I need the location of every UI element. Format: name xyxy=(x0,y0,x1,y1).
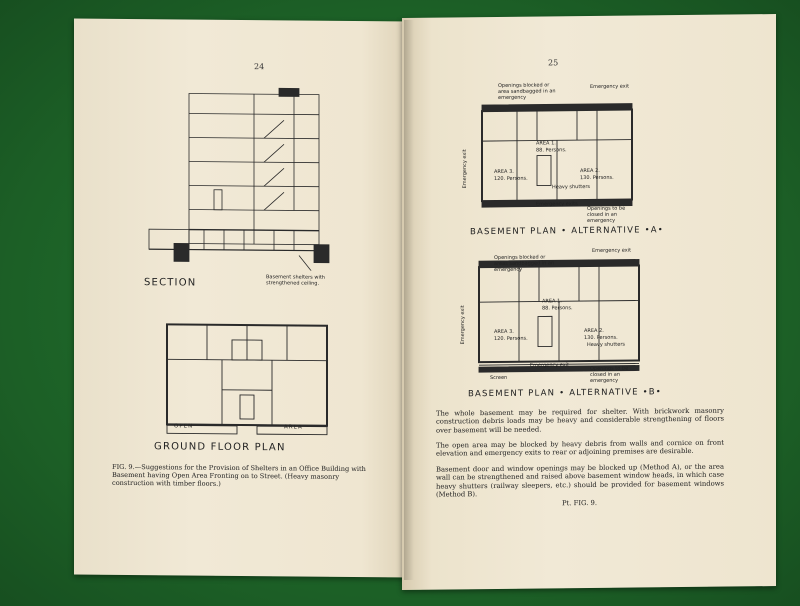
paragraph-2: The open area may be blocked by heavy de… xyxy=(436,438,724,459)
plan-b-area2: AREA 2. xyxy=(584,327,604,335)
plan-b-area1-persons: 88. Persons. xyxy=(542,305,573,312)
section-note: Basement shelters with strengthened ceil… xyxy=(266,274,325,287)
page-number-left: 24 xyxy=(254,62,265,72)
book-gutter xyxy=(404,20,414,580)
plan-a-heavy: Heavy shutters xyxy=(552,183,591,191)
plan-a-caption: BASEMENT PLAN • ALTERNATIVE •A• xyxy=(470,225,665,238)
plan-b-caption: BASEMENT PLAN • ALTERNATIVE •B• xyxy=(468,387,663,400)
plan-b-exit-top: Emergency exit xyxy=(592,247,632,254)
plan-a-area2: AREA 2. xyxy=(580,167,600,175)
ground-floor-plan xyxy=(166,323,328,436)
plan-b-screen: Screen xyxy=(490,374,508,382)
paragraph-1: The whole basement may be required for s… xyxy=(436,406,724,435)
plan-a-note-top: Openings blocked or area sandbagged in a… xyxy=(498,82,556,101)
area-label: AREA xyxy=(284,424,303,431)
plan-b-area3-persons: 120. Persons. xyxy=(494,335,528,342)
plan-a-side-exit: Emergency exit xyxy=(462,149,468,189)
right-page: 25 Openings blocked or area sandbagged i… xyxy=(402,14,776,590)
basement-plan-b xyxy=(478,259,640,373)
basement-plan-a xyxy=(481,103,633,208)
plan-b-area3: AREA 3. xyxy=(494,328,514,335)
plan-b-exit-bottom: Emergency exit xyxy=(530,362,570,369)
plan-a-exit-top: Emergency exit xyxy=(590,83,630,90)
plan-b-note-top: Openings blocked or areas sandbagged in … xyxy=(494,254,555,273)
plan-a-area1-persons: 88. Persons. xyxy=(536,147,567,154)
plan-b-area2-persons: 130. Persons. xyxy=(584,334,618,342)
plan-a-exit-bottom: Emergency exits xyxy=(536,201,578,208)
figure-reference: Pt. FIG. 9. xyxy=(562,498,598,508)
plan-b-closed-note: Openings to be closed in an emergency xyxy=(590,365,629,384)
plan-b-heavy: Heavy shutters xyxy=(587,341,626,349)
open-label: OPEN xyxy=(174,423,194,430)
plan-a-area3: AREA 3. xyxy=(494,168,514,175)
page-number-right: 25 xyxy=(548,58,559,68)
plan-a-area1: AREA 1. xyxy=(536,140,556,147)
paragraph-3: Basement door and window openings may be… xyxy=(436,462,724,499)
section-caption: SECTION xyxy=(144,277,197,289)
plan-b-area1: AREA 1. xyxy=(542,298,562,305)
left-page: 24 xyxy=(74,18,412,578)
ground-floor-caption: GROUND FLOOR PLAN xyxy=(154,441,286,454)
plan-b-side-exit: Emergency exit xyxy=(460,305,466,345)
plan-a-area3-persons: 120. Persons. xyxy=(494,175,528,182)
plan-a-area2-persons: 130. Persons. xyxy=(580,174,614,182)
figure-caption: FIG. 9.—Suggestions for the Provision of… xyxy=(112,462,366,488)
plan-a-closed-note: Openings to be closed in an emergency xyxy=(587,205,626,225)
section-drawing xyxy=(148,87,330,272)
